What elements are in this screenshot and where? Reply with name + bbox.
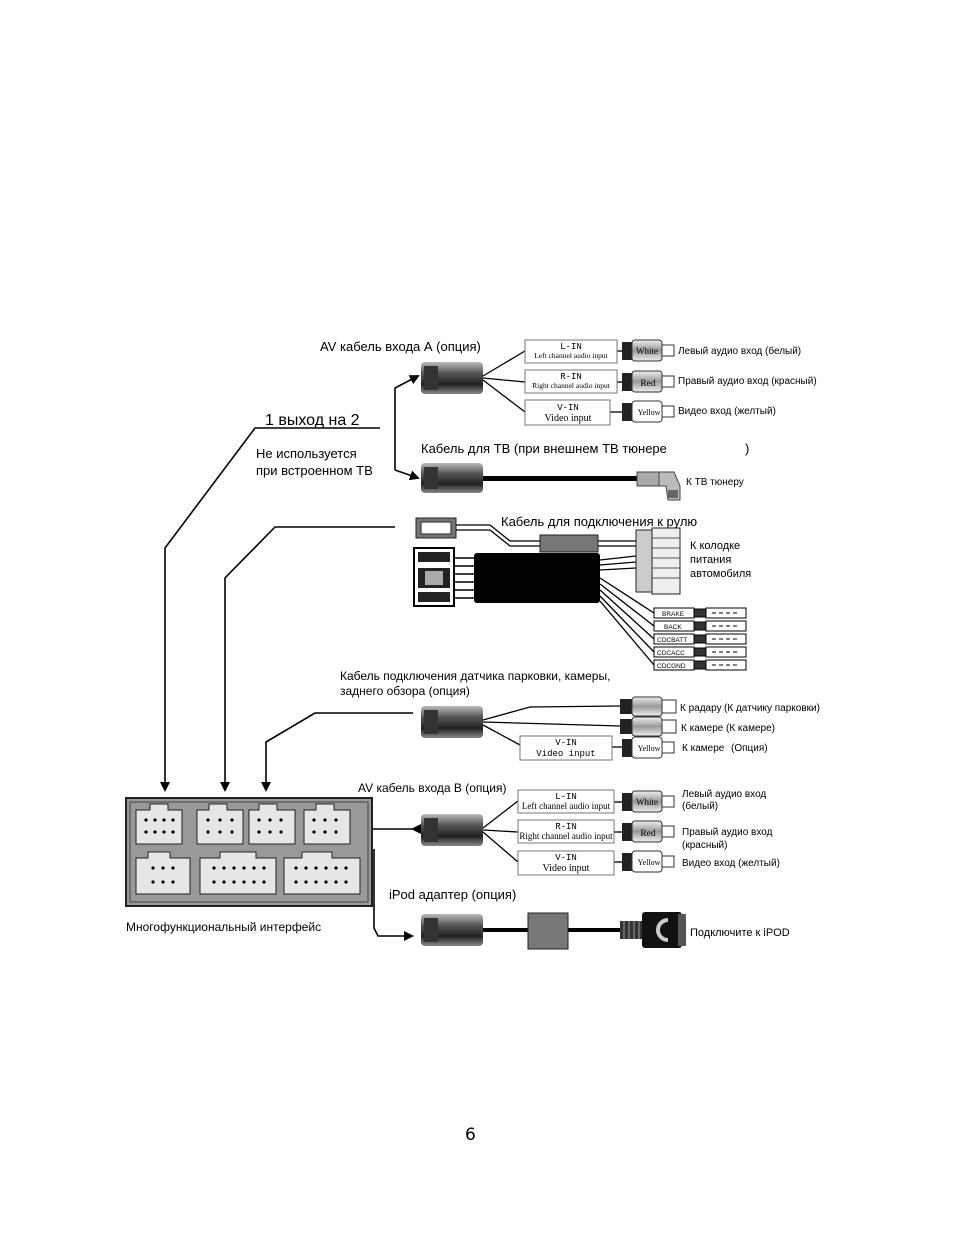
av-a-label-right: Правый аудио вход (красный) <box>678 376 817 387</box>
svg-text:L-IN: L-IN <box>555 792 577 802</box>
harness-module <box>474 553 600 603</box>
av-a-label-left: Левый аудио вход (белый) <box>678 345 801 357</box>
wire-label-cdcacc: CDCACC <box>657 650 685 657</box>
steering-wires <box>456 524 637 571</box>
tv-tuner-plug <box>636 471 681 501</box>
not-used-line2: при встроенном ТВ <box>256 463 373 478</box>
svg-text:Left channel audio input: Left channel audio input <box>534 351 608 360</box>
svg-text:White: White <box>636 346 658 356</box>
parking-wires <box>482 705 622 748</box>
svg-text:Right channel audio input: Right channel audio input <box>532 381 611 390</box>
av-b-label-left-2: (белый) <box>682 800 718 812</box>
svg-text:R-IN: R-IN <box>560 372 582 382</box>
av-b-box-left: L-IN Left channel audio input <box>517 789 615 814</box>
ipod-wire-2 <box>568 928 620 932</box>
av-b-rca-red: Red <box>622 820 675 843</box>
svg-text:V-IN: V-IN <box>557 403 579 413</box>
ipod-title: iPod адаптер (опция) <box>389 887 516 902</box>
svg-text:R-IN: R-IN <box>555 822 577 832</box>
tv-connector <box>421 463 483 493</box>
av-b-wires <box>482 800 622 863</box>
svg-text:L-IN: L-IN <box>560 342 582 352</box>
steering-title: Кабель для подключения к рулю <box>501 514 697 529</box>
one-out-two-label: 1 выход на 2 <box>265 412 360 429</box>
av-b-rca-yellow: Yellow <box>622 850 675 873</box>
av-b-rca-white: White <box>622 790 675 813</box>
tv-tuner-label: К ТВ тюнеру <box>686 477 744 488</box>
av-b-box-video: V-IN Video input <box>517 850 615 876</box>
av-b-connector <box>421 814 483 846</box>
wire-label-brake: BRAKE <box>662 611 685 618</box>
svg-text:Video input: Video input <box>536 749 595 759</box>
av-a-box-left: L-IN Left channel audio input <box>524 339 618 364</box>
ipod-wire-1 <box>483 928 528 932</box>
av-a-label-video: Видео вход (желтый) <box>678 406 776 417</box>
svg-text:Yellow: Yellow <box>638 408 661 417</box>
av-b-label-right-1: Правый аудио вход <box>682 827 773 838</box>
svg-text:Red: Red <box>640 829 656 839</box>
av-b-label-right-2: (красный) <box>682 840 727 851</box>
radar-plug <box>620 696 677 717</box>
av-b-label-left-1: Левый аудио вход <box>682 789 766 800</box>
camera-plug <box>620 716 677 737</box>
tv-cable-paren: ) <box>745 441 749 456</box>
camera2-note: (Опция) <box>731 743 768 754</box>
ipod-connector <box>421 914 483 946</box>
wire-label-cdcgnd: CDCGND <box>657 663 686 670</box>
av-b-label-video: Видео вход (желтый) <box>682 858 780 869</box>
camera-note: (К камере) <box>726 723 775 734</box>
steering-connector <box>415 517 457 539</box>
parking-video-box: V-IN Video input <box>519 735 613 761</box>
av-a-rca-white: White <box>622 339 675 362</box>
av-b-box-right: R-IN Right channel audio input <box>517 819 615 844</box>
power-label-2: питания <box>690 554 731 566</box>
svg-text:Red: Red <box>640 379 656 389</box>
radar-label: К радару <box>680 703 722 714</box>
page-number: 6 <box>465 1125 476 1145</box>
parking-connector <box>421 706 483 738</box>
interface-label: Многофункциональный интерфейс <box>126 920 321 934</box>
power-plug <box>635 527 681 595</box>
wire-label-cdcbatt: CDCBATT <box>657 637 687 644</box>
tv-cable-wire <box>483 476 638 481</box>
av-a-box-right: R-IN Right channel audio input <box>524 369 618 394</box>
not-used-line1: Не используется <box>256 446 357 461</box>
multifunction-interface <box>125 797 373 907</box>
harness-wires-right <box>599 577 655 666</box>
av-a-rca-red: Red <box>622 370 675 393</box>
harness-connector-block <box>413 547 455 607</box>
power-label-3: автомобиля <box>690 568 751 580</box>
power-label-1: К колодке <box>690 540 740 552</box>
svg-text:Video input: Video input <box>543 863 590 874</box>
svg-text:Yellow: Yellow <box>638 744 661 753</box>
av-a-title: AV кабель входа А (опция) <box>320 339 481 354</box>
ipod-adapter-box <box>527 912 569 950</box>
steering-inline-box <box>539 534 599 553</box>
parking-rca-yellow: Yellow <box>622 736 675 759</box>
av-a-rca-yellow: Yellow <box>622 400 675 423</box>
svg-text:Right channel audio input: Right channel audio input <box>519 831 613 841</box>
harness-terminals <box>693 607 747 671</box>
harness-wires-left <box>454 557 474 599</box>
parking-title-2: заднего обзора (опция) <box>340 684 470 698</box>
svg-text:V-IN: V-IN <box>555 738 577 748</box>
tv-cable-title: Кабель для ТВ (при внешнем ТВ тюнере <box>421 441 667 456</box>
svg-text:Video input: Video input <box>545 413 592 424</box>
camera-label: К камере <box>681 723 724 734</box>
svg-text:V-IN: V-IN <box>555 853 577 863</box>
radar-note: (К датчику парковки) <box>724 703 820 714</box>
svg-text:Left channel audio input: Left channel audio input <box>522 801 611 811</box>
av-b-title: AV кабель входа В (опция) <box>358 781 506 795</box>
parking-title-1: Кабель подключения датчика парковки, кам… <box>340 669 610 683</box>
camera2-label: К камере <box>682 743 725 754</box>
av-a-connector <box>421 362 483 394</box>
wire-label-back: BACK <box>664 624 682 631</box>
av-a-box-video: V-IN Video input <box>524 399 611 426</box>
ipod-connect-label: Подключите к iPOD <box>690 927 790 939</box>
svg-text:White: White <box>636 797 658 807</box>
svg-text:Yellow: Yellow <box>638 858 661 867</box>
harness-wire-labels: BRAKE BACK CDCBATT CDCACC CDCGND <box>653 607 695 671</box>
ipod-plug <box>620 912 686 948</box>
